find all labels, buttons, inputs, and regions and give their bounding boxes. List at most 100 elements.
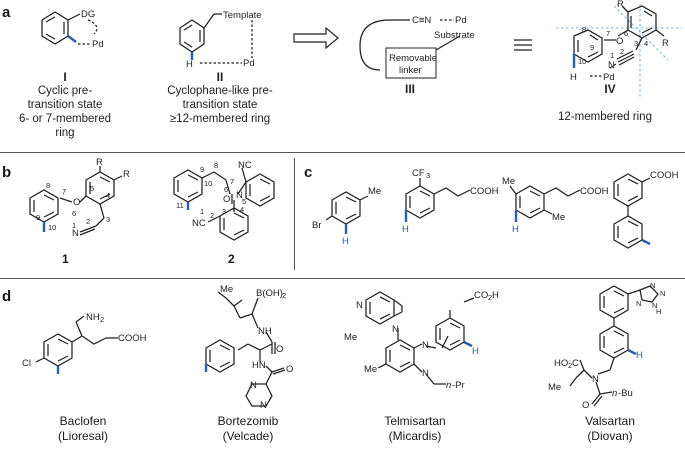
svg-text:Me: Me bbox=[552, 212, 565, 223]
svg-text:5: 5 bbox=[242, 197, 246, 206]
separator-bc-d bbox=[0, 278, 685, 279]
svg-text:7: 7 bbox=[230, 177, 234, 186]
svg-text:R: R bbox=[123, 169, 130, 180]
svg-text:N: N bbox=[250, 380, 257, 391]
svg-text:7: 7 bbox=[62, 187, 66, 196]
svg-text:H: H bbox=[492, 290, 499, 301]
svg-text:C: C bbox=[572, 358, 579, 369]
svg-text:NC: NC bbox=[192, 218, 206, 229]
panel-letter-d: d bbox=[2, 288, 12, 305]
baclofen-structure: NH 2 COOH Cl bbox=[22, 312, 147, 374]
svg-text:2: 2 bbox=[100, 315, 104, 324]
linker-label: Removable bbox=[389, 53, 437, 64]
svg-text:11: 11 bbox=[176, 201, 184, 210]
svg-text:N: N bbox=[260, 400, 267, 411]
pd-label: Pd bbox=[603, 72, 615, 83]
arrow-icon bbox=[293, 26, 339, 50]
pd-label: Pd bbox=[243, 58, 255, 69]
r-label-1: R bbox=[617, 0, 624, 10]
svg-text:7: 7 bbox=[606, 29, 610, 38]
svg-text:1: 1 bbox=[200, 207, 204, 216]
svg-text:2: 2 bbox=[620, 47, 624, 56]
svg-text:Me: Me bbox=[502, 176, 515, 187]
svg-text:-Bu: -Bu bbox=[618, 388, 633, 399]
svg-text:N: N bbox=[72, 228, 79, 239]
svg-text:COOH: COOH bbox=[118, 333, 147, 344]
svg-text:H: H bbox=[472, 346, 479, 357]
structure-II: Template Pd H bbox=[179, 10, 262, 70]
svg-text:9: 9 bbox=[590, 43, 594, 52]
svg-text:O: O bbox=[582, 400, 589, 411]
svg-text:Me: Me bbox=[220, 284, 233, 295]
svg-text:1: 1 bbox=[610, 51, 614, 60]
svg-text:O: O bbox=[286, 364, 293, 375]
svg-text:10: 10 bbox=[48, 223, 56, 232]
svg-text:3: 3 bbox=[106, 215, 110, 224]
svg-text:8: 8 bbox=[582, 25, 586, 34]
panel-letter-c: c bbox=[304, 164, 313, 181]
substrate-c4: COOH bbox=[613, 170, 679, 249]
svg-text:R: R bbox=[96, 157, 103, 168]
svg-text:4: 4 bbox=[106, 191, 110, 200]
bortezomib-structure: Me B(OH) 2 NH HN O O N N bbox=[204, 284, 293, 411]
telmisartan-structure: Me Me N N N N CO 2 H n -Pr H bbox=[344, 290, 499, 391]
r-label-2: R bbox=[662, 38, 669, 49]
svg-text:2: 2 bbox=[282, 291, 286, 300]
svg-text:N: N bbox=[652, 301, 657, 310]
svg-text:O: O bbox=[73, 197, 80, 208]
substrate-label: Substrate bbox=[434, 30, 475, 41]
valsartan-structure: HO 2 C Me N O n -Bu N N N N H H bbox=[548, 281, 665, 411]
compound-2: NC NC N O 8 9 10 11 7 6 5 4 3 2 1 bbox=[173, 160, 275, 241]
svg-text:2: 2 bbox=[568, 361, 572, 370]
substrate-c1: Me Br H bbox=[312, 186, 381, 247]
svg-text:2: 2 bbox=[86, 217, 90, 226]
svg-text:N: N bbox=[650, 281, 655, 290]
svg-text:N: N bbox=[356, 300, 363, 311]
h-label: H bbox=[570, 72, 577, 83]
svg-text:N: N bbox=[422, 368, 429, 379]
svg-text:CF: CF bbox=[412, 168, 425, 179]
svg-text:N: N bbox=[422, 340, 429, 351]
svg-text:COOH: COOH bbox=[470, 186, 499, 197]
svg-text:2: 2 bbox=[488, 293, 492, 302]
h-label: H bbox=[186, 59, 193, 70]
drug-telmisartan-name: Telmisartan(Micardis) bbox=[384, 414, 446, 443]
drug-baclofen-name: Baclofen(Lioresal) bbox=[57, 414, 108, 443]
svg-text:H: H bbox=[402, 224, 409, 235]
svg-text:COOH: COOH bbox=[580, 186, 609, 197]
svg-text:N: N bbox=[392, 324, 399, 335]
caption-IV-ring: 12-membered ring bbox=[558, 111, 652, 123]
substrate-c3: Me Me COOH H bbox=[502, 176, 609, 235]
pd-label: Pd bbox=[92, 39, 104, 50]
compound-1: R R O N 8 7 6 5 4 3 2 1 9 10 bbox=[29, 157, 130, 239]
svg-text:H: H bbox=[342, 236, 349, 247]
svg-text:3: 3 bbox=[634, 39, 638, 48]
svg-text:B(OH): B(OH) bbox=[256, 288, 283, 299]
svg-text:N: N bbox=[660, 289, 665, 298]
svg-text:n: n bbox=[612, 388, 617, 399]
svg-text:H: H bbox=[656, 307, 661, 316]
svg-text:-Pr: -Pr bbox=[452, 380, 465, 391]
equivalent-icon bbox=[514, 39, 532, 51]
svg-text:Cl: Cl bbox=[22, 358, 31, 369]
svg-text:NH: NH bbox=[86, 312, 100, 323]
svg-text:1: 1 bbox=[72, 221, 76, 230]
caption-IV: IV bbox=[604, 82, 616, 96]
svg-text:6: 6 bbox=[72, 209, 76, 218]
svg-text:N: N bbox=[592, 374, 599, 385]
svg-text:10: 10 bbox=[204, 179, 212, 188]
pd-label: Pd bbox=[455, 15, 467, 26]
svg-text:8: 8 bbox=[46, 181, 50, 190]
svg-text:9: 9 bbox=[200, 165, 204, 174]
substrate-c2: CF 3 COOH H bbox=[402, 168, 499, 235]
svg-text:6: 6 bbox=[624, 29, 628, 38]
n-label: N bbox=[608, 60, 615, 71]
svg-text:9: 9 bbox=[36, 213, 40, 222]
svg-text:2: 2 bbox=[210, 211, 214, 220]
compound-2-number: 2 bbox=[228, 252, 235, 266]
o-label: O bbox=[616, 36, 623, 47]
compound-1-number: 1 bbox=[62, 252, 69, 266]
caption-I: I Cyclic pre- transition state 6- or 7-m… bbox=[18, 70, 112, 139]
svg-text:Me: Me bbox=[548, 382, 561, 393]
dg-label: DG bbox=[81, 9, 95, 20]
